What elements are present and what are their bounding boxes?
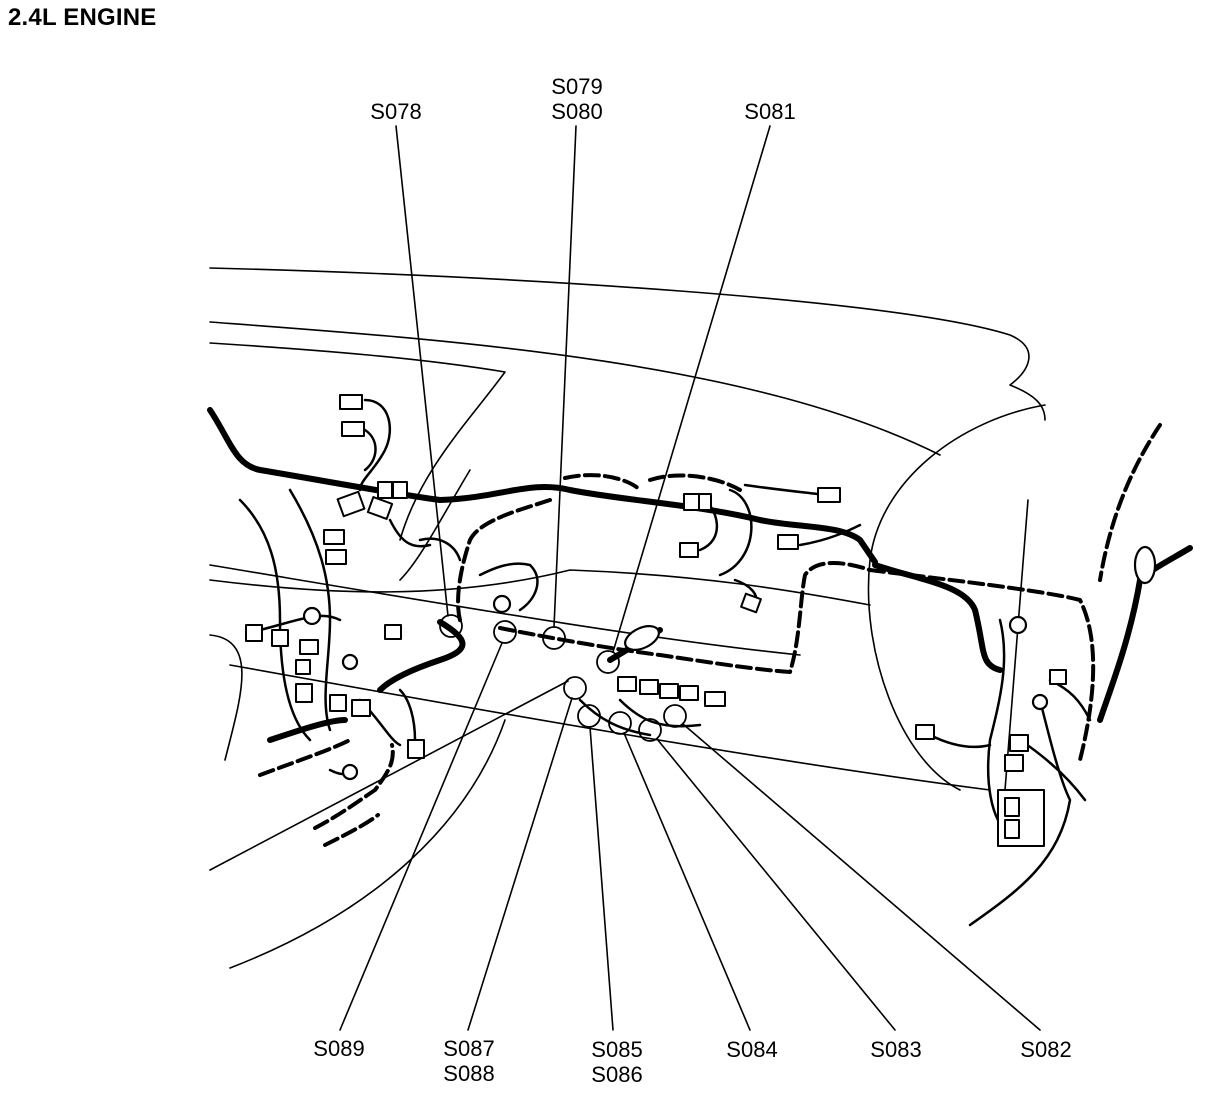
splice-marker-s078 bbox=[439, 614, 463, 638]
label-s080: S080 bbox=[551, 99, 602, 124]
label-s084: S084 bbox=[726, 1037, 777, 1062]
label-s086: S086 bbox=[591, 1062, 642, 1087]
diagram-title: 2.4L ENGINE bbox=[8, 4, 157, 31]
label-s088: S088 bbox=[443, 1061, 494, 1086]
main-harness bbox=[207, 407, 1193, 743]
label-s078: S078 bbox=[370, 99, 421, 124]
dashed-harness bbox=[258, 423, 1162, 847]
label-s089: S089 bbox=[313, 1036, 364, 1061]
splice-marker-s083 bbox=[638, 718, 662, 742]
connectors bbox=[245, 394, 1067, 847]
label-s083: S083 bbox=[870, 1037, 921, 1062]
splice-marker-s082 bbox=[663, 704, 687, 728]
splice-marker-s081 bbox=[596, 650, 620, 674]
label-s082: S082 bbox=[1020, 1037, 1071, 1062]
splice-marker-s089 bbox=[493, 620, 517, 644]
panel-outline bbox=[209, 267, 1046, 969]
splice-marker-s084 bbox=[608, 711, 632, 735]
label-s085: S085 bbox=[591, 1037, 642, 1062]
splice-marker-s085-s086 bbox=[577, 704, 601, 728]
label-s081: S081 bbox=[744, 99, 795, 124]
label-s087: S087 bbox=[443, 1036, 494, 1061]
ring-terminals bbox=[302, 545, 1157, 781]
splice-labels: S078 S079 S080 S081 S089 S087 S088 S085 … bbox=[313, 74, 1071, 1087]
splice-marker-s087-s088 bbox=[563, 676, 587, 700]
leader-lines bbox=[209, 125, 1041, 1031]
label-s079: S079 bbox=[551, 74, 602, 99]
